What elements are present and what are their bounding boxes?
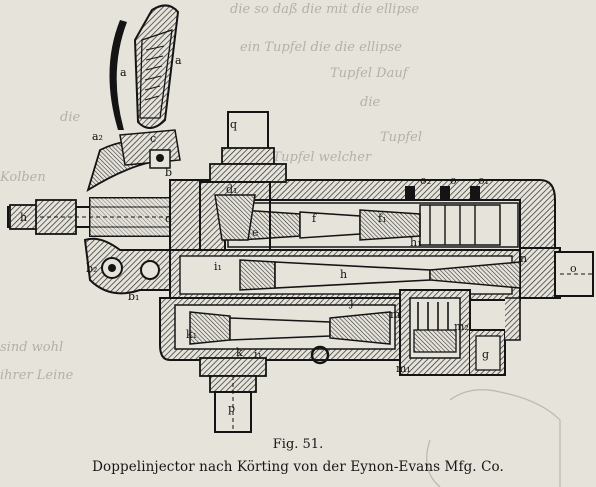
bg-line: ihrer Leine	[0, 368, 74, 383]
bg-line: die	[60, 110, 81, 125]
label-i1-lower: i₁	[254, 348, 262, 361]
label-d: d	[165, 212, 172, 225]
label-o: o	[450, 174, 457, 187]
label-a2: a₂	[92, 130, 103, 143]
figure-caption: Doppelinjector nach Körting von der Eyno…	[92, 459, 504, 475]
bracket-b1-b2	[83, 237, 171, 295]
label-f: f	[312, 212, 317, 225]
lever-handle	[86, 4, 181, 193]
label-m: m	[390, 308, 401, 321]
figure-number: Fig. 51.	[272, 437, 324, 452]
label-o1: o₁	[478, 174, 489, 187]
label-q: q	[230, 118, 237, 131]
injector-body-lower	[159, 297, 471, 361]
label-h-cone: h	[340, 268, 347, 281]
label-h1: h₁	[410, 236, 422, 249]
steam-inlet-q	[209, 111, 287, 183]
label-m2: m₂	[454, 320, 469, 333]
label-c: c	[150, 132, 156, 145]
label-o2: o₂	[420, 174, 431, 187]
label-j: j	[348, 296, 353, 309]
label-n: n	[520, 252, 527, 265]
delivery-outlet-o	[519, 247, 594, 299]
bg-line: Tupfel Dauf	[330, 66, 408, 81]
overflow-valve-m	[399, 289, 506, 376]
water-inlet-p	[199, 357, 267, 433]
label-p: p	[228, 402, 235, 415]
bg-line: Tupfel	[380, 130, 423, 145]
connecting-pipe	[505, 297, 521, 341]
label-k: k	[236, 346, 243, 359]
background-sketch	[426, 389, 561, 487]
label-a: a	[120, 66, 127, 79]
label-b: b	[165, 166, 172, 179]
reference-labels: a a a₂ c b q d₁ o₂ o o₁ h d e f f₁ h₁ n …	[20, 54, 577, 415]
label-d1: d₁	[226, 183, 237, 196]
bg-line: die	[360, 95, 381, 110]
label-b1: b₁	[128, 290, 139, 303]
bg-line: Kolben	[0, 170, 46, 185]
label-e: e	[252, 226, 259, 239]
label-m1: m₁	[396, 362, 411, 375]
label-b2: b₂	[86, 262, 97, 275]
eye-loop	[310, 345, 330, 365]
label-g: g	[482, 348, 489, 361]
bg-line: die so daß die mit die ellipse	[230, 2, 420, 17]
bg-line: ein Tupfel die die ellipse	[240, 40, 402, 55]
bg-line: sind wohl	[0, 340, 64, 355]
label-i1: i₁	[214, 260, 222, 273]
label-f1: f₁	[378, 212, 386, 225]
label-a: a	[175, 54, 182, 67]
label-o-outlet: o	[570, 262, 577, 275]
label-h: h	[20, 211, 27, 224]
label-k1: k₁	[186, 328, 197, 341]
